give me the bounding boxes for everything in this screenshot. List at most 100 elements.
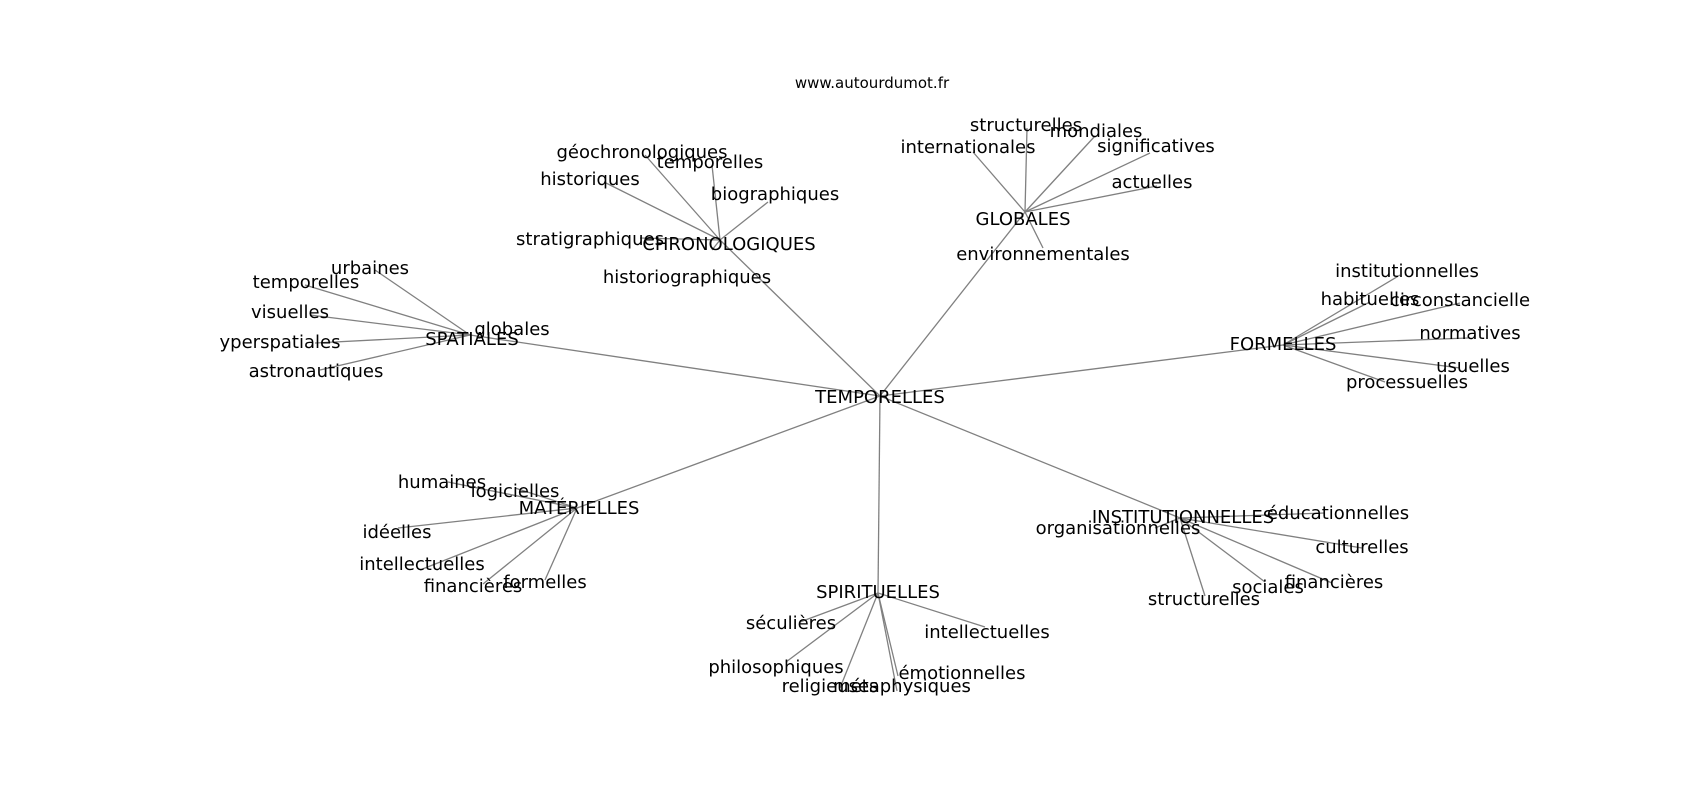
leaf-edge (304, 284, 471, 336)
leaf-edge (374, 269, 471, 336)
leaf-edge (877, 592, 986, 628)
leaf-edge (799, 592, 879, 623)
leaf-node-label: astronautiques (249, 361, 384, 382)
leaf-edge (1024, 152, 1151, 213)
leaf-node-label: stratigraphiques (516, 229, 664, 250)
leaf-node-label: séculières (746, 613, 836, 634)
leaf-node-label: visuelles (251, 302, 329, 323)
leaf-edge (447, 481, 578, 509)
leaf-edge (514, 487, 578, 509)
hub-node-label: SPATIALES (425, 329, 519, 350)
hub-edge (877, 395, 881, 594)
leaf-node-label: circonstancielle (1390, 290, 1530, 311)
leaf-node-label: environnementales (956, 244, 1130, 265)
leaf-edge (877, 592, 898, 692)
leaf-edge (1179, 517, 1266, 583)
leaf-node-label: actuelles (1112, 172, 1193, 193)
leaf-edge (397, 507, 578, 529)
leaf-node-label: biographiques (711, 184, 839, 205)
leaf-node-label: émotionnelles (898, 663, 1025, 684)
leaf-edge (1282, 274, 1401, 346)
leaf-edge (419, 507, 578, 571)
leaf-node-label: structurelles (970, 115, 1082, 136)
leaf-node-label: formelles (503, 572, 587, 593)
leaf-edge (1179, 512, 1326, 519)
hub-node-label: CHRONOLOGIQUES (642, 234, 815, 255)
leaf-node-label: mondiales (1050, 121, 1143, 142)
leaf-node-label: sociales (1232, 577, 1304, 598)
hub-edge (879, 211, 1026, 397)
leaf-edge (639, 237, 721, 241)
leaf-edge (1282, 344, 1461, 369)
leaf-node-label: philosophiques (708, 657, 843, 678)
leaf-edge (644, 154, 721, 241)
labels: TEMPORELLES CHRONOLOGIQUES géochronologiqu… (220, 115, 1531, 697)
hub-node-label: GLOBALES (976, 209, 1071, 230)
leaf-node-label: idéelles (362, 522, 431, 543)
leaf-edge (1282, 337, 1469, 346)
leaf-edge (1024, 135, 1096, 213)
leaf-edge (1282, 301, 1371, 346)
leaf-node-label: métaphysiques (833, 676, 971, 697)
leaf-node-label: globales (474, 319, 549, 340)
leaf-edge (1154, 517, 1181, 529)
leaf-node-label: significatives (1097, 136, 1215, 157)
leaf-edge (1179, 517, 1333, 584)
leaf-edge (1179, 517, 1206, 597)
leaf-edge (544, 507, 578, 581)
leaf-node-label: logicielles (471, 481, 560, 502)
leaf-node-label: structurelles (1148, 589, 1260, 610)
leaf-node-label: géochronologiques (557, 142, 728, 163)
leaf-node-label: temporelles (657, 152, 764, 173)
leaf-edge (319, 334, 471, 371)
leaf-node-label: usuelles (1436, 356, 1510, 377)
leaf-node-label: historiographiques (603, 267, 771, 288)
leaf-node-label: processuelles (1346, 372, 1468, 393)
leaf-node-label: yperspatiales (220, 332, 341, 353)
hub-node-label: INSTITUTIONNELLES (1092, 507, 1274, 528)
leaf-node-label: intellectuelles (359, 554, 485, 575)
leaf-node-label: organisationnelles (1036, 518, 1201, 539)
leaf-edge (1282, 344, 1386, 383)
leaf-node-label: intellectuelles (924, 622, 1050, 643)
hub-node-label: MATÉRIELLES (519, 497, 640, 519)
leaf-edge (972, 151, 1026, 213)
leaf-edge (1024, 211, 1044, 249)
leaf-node-label: internationales (900, 137, 1035, 158)
hub-edge (469, 334, 881, 397)
hub-node-label: SPIRITUELLES (816, 582, 940, 603)
leaf-edge (785, 592, 879, 663)
hub-edge (576, 395, 881, 509)
leaf-edge (1179, 517, 1363, 549)
leaf-edge (482, 507, 578, 585)
hub-edge (879, 344, 1284, 397)
leaf-edge (711, 164, 721, 241)
leaf-node-label: culturelles (1315, 537, 1408, 558)
hub-edge (719, 239, 881, 397)
leaf-edge (1024, 185, 1158, 213)
hub-edge (879, 395, 1181, 519)
leaf-node-label: humaines (398, 472, 486, 493)
source-label: www.autourdumot.fr (795, 74, 950, 92)
leaf-node-label: temporelles (253, 272, 360, 293)
leaf-edge (1282, 302, 1461, 346)
edges (304, 127, 1469, 692)
leaf-node-label: financières (424, 576, 523, 597)
hub-node-label: FORMELLES (1230, 334, 1337, 355)
leaf-node-label: religieuses (782, 676, 879, 697)
leaf-node-label: financières (1285, 572, 1384, 593)
leaf-node-label: éducationnelles (1267, 503, 1409, 524)
leaf-node-label: habituelles (1321, 289, 1420, 310)
leaf-edge (1024, 127, 1028, 213)
leaf-edge (839, 592, 879, 689)
leaf-edge (711, 239, 721, 251)
leaf-node-label: urbaines (331, 258, 409, 279)
leaf-edge (314, 334, 471, 344)
leaf-node-label: historiques (540, 169, 640, 190)
center-node-label: TEMPORELLES (814, 387, 945, 408)
leaf-edge (719, 201, 769, 241)
leaf-edge (603, 181, 721, 241)
leaf-edge (309, 314, 471, 336)
leaf-node-label: normatives (1419, 323, 1520, 344)
